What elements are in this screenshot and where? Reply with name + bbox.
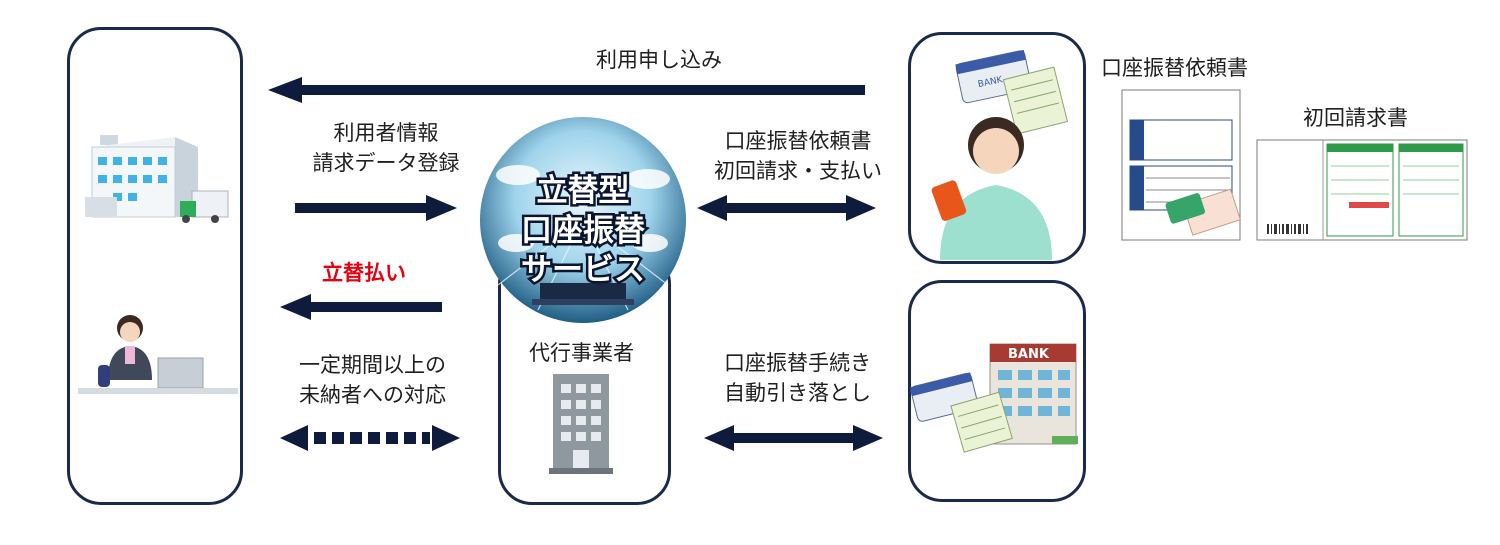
arrow-transfer-form: [697, 195, 876, 221]
bank-sign: BANK: [1008, 347, 1050, 362]
company-box: [67, 27, 243, 505]
transfer-form-document: [1121, 89, 1242, 241]
arrow-procedure: [704, 425, 883, 451]
service-title-line1: 立替型: [537, 173, 630, 209]
label-user-info: 利用者情報請求データ登録: [312, 121, 460, 175]
doc-label-first-invoice: 初回請求書: [1303, 106, 1408, 130]
service-title-line3: サービス: [521, 252, 645, 288]
label-advance-payment: 立替払い: [322, 261, 406, 285]
label-transfer-form: 口座振替依頼書初回請求・支払い: [714, 129, 882, 183]
arrow-advance-payment: [280, 294, 442, 320]
arrow-user-info: [295, 195, 457, 221]
first-invoice-document: [1256, 139, 1468, 241]
doc-label-transfer-form: 口座振替依頼書: [1101, 56, 1248, 80]
agent-label: 代行事業者: [529, 341, 634, 365]
label-overdue: 一定期間以上の未納者への対応: [299, 353, 446, 407]
arrow-overdue-dashed: [280, 425, 460, 451]
service-title-line2: 口座振替: [521, 213, 645, 249]
bank-illustration: BANK: [909, 343, 1078, 453]
customer-illustration: BANK: [931, 49, 1069, 260]
office-worker-illustration: [78, 315, 238, 394]
label-application: 利用申し込み: [596, 48, 722, 72]
label-procedure: 口座振替手続き自動引き落とし: [724, 351, 871, 405]
arrow-application: [268, 77, 865, 103]
service-circle: 立替型 口座振替 サービス: [480, 117, 686, 323]
office-building-icon: [549, 374, 613, 474]
factory-illustration: [85, 135, 229, 223]
